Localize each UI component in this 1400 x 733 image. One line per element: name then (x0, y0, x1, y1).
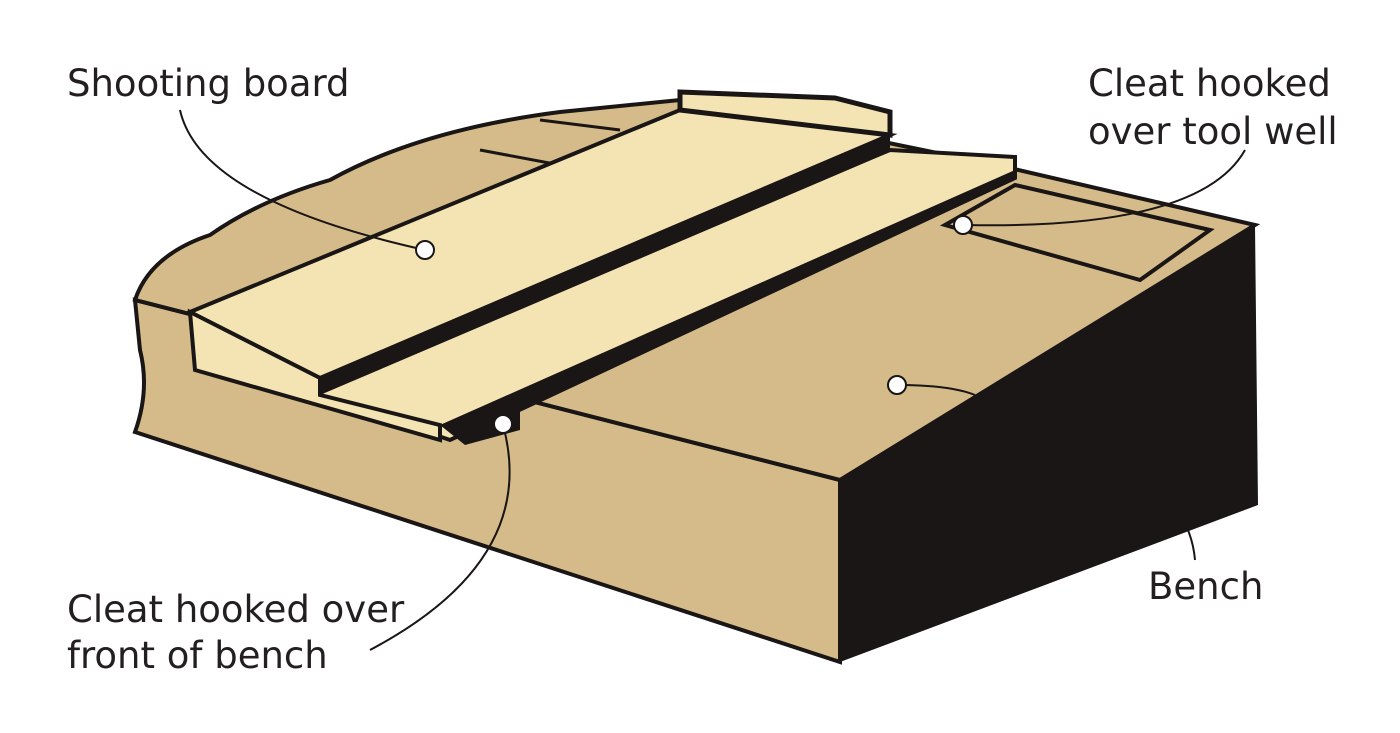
fence-block (677, 89, 893, 138)
callout-dot-front-cleat (493, 414, 513, 434)
label-cleat-tool-well-line1: Cleat hooked (1088, 62, 1331, 105)
label-cleat-front-line2: front of bench (67, 634, 328, 677)
tool-well (939, 182, 1215, 283)
callout-dot-shooting-board (415, 240, 435, 260)
bench-end-face (840, 225, 1258, 662)
callout-dot-tool-well-cleat (953, 215, 973, 235)
label-shooting-board: Shooting board (67, 62, 350, 105)
shooting-board (185, 89, 1017, 445)
board-groove (320, 135, 890, 395)
callout-dot-bench (887, 375, 907, 395)
label-cleat-front-line1: Cleat hooked over (67, 588, 405, 631)
callout-dots (415, 215, 973, 434)
label-bench: Bench (1148, 565, 1264, 608)
board-base-edge (440, 170, 1015, 440)
label-cleat-tool-well-line2: over tool well (1088, 110, 1338, 153)
